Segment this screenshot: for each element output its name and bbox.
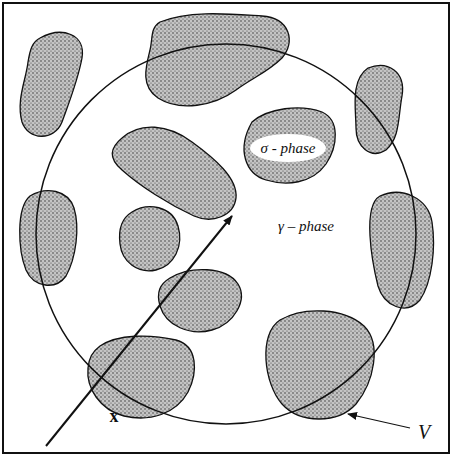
phase-label: γ – phase [278, 219, 334, 234]
vector-label: x [110, 407, 119, 425]
volume-circle [36, 44, 416, 424]
leader-line [348, 414, 410, 428]
frame [3, 3, 449, 453]
volume-label: V [418, 422, 430, 442]
position-vector [46, 216, 232, 446]
phase-label: σ - phase [261, 141, 316, 156]
label-patch [250, 134, 326, 162]
